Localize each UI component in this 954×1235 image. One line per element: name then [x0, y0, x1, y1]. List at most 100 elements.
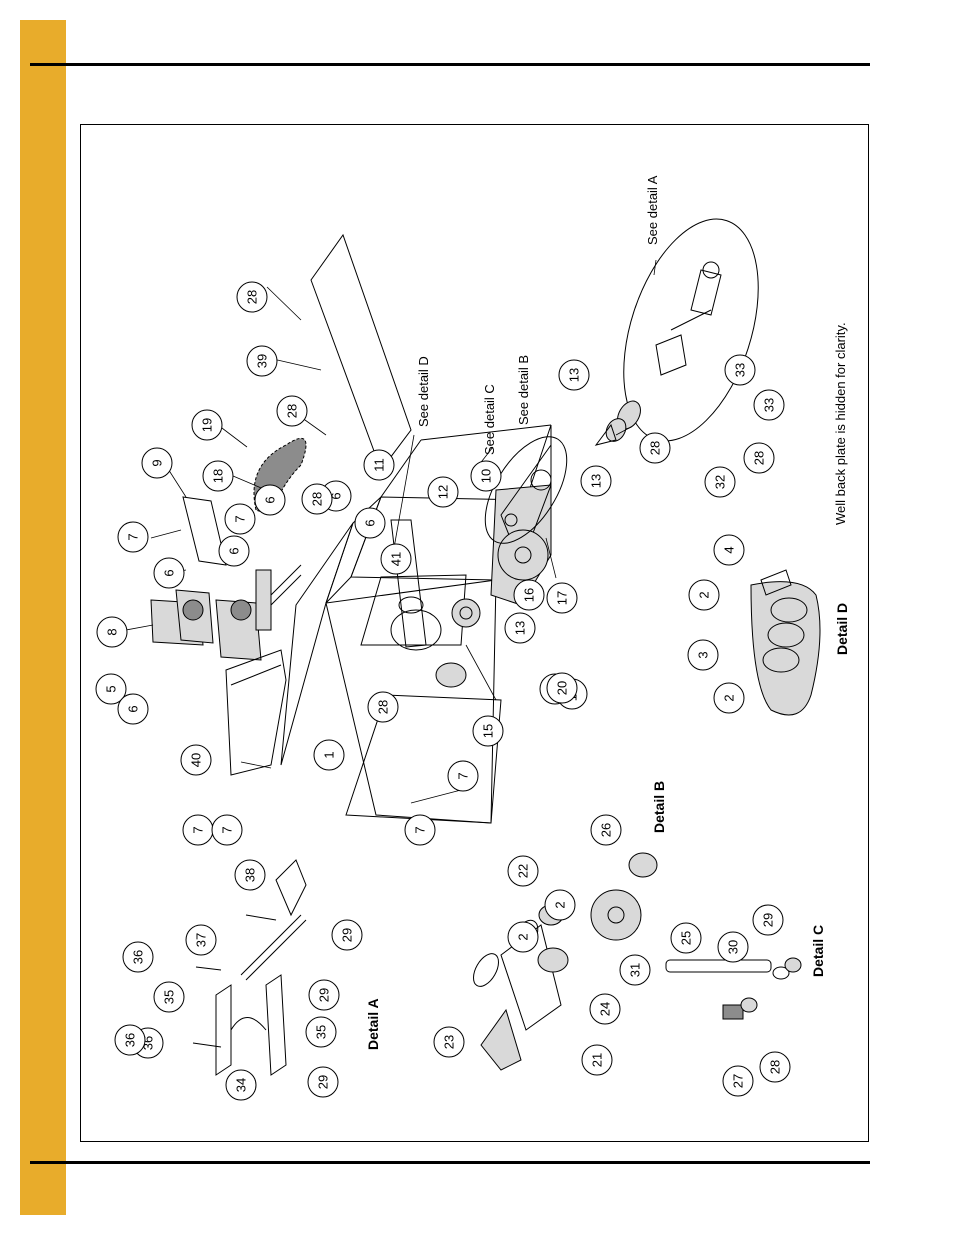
callout-label: 35: [162, 990, 177, 1004]
detail-c-parts: [590, 852, 802, 1020]
callout-22: 22: [507, 855, 539, 887]
callout-19: 19: [191, 409, 223, 441]
callout-29: 29: [307, 1066, 339, 1098]
callout-label: 18: [211, 469, 226, 483]
callout-label: 21: [590, 1053, 605, 1067]
callout-label: 7: [413, 826, 428, 833]
callout-label: 7: [126, 533, 141, 540]
callout-28: 28: [276, 395, 308, 427]
note-see-detail-a: See detail A: [645, 175, 660, 245]
callout-6: 6: [354, 507, 386, 539]
callout-label: 28: [376, 700, 391, 714]
callout-23: 23: [433, 1026, 465, 1058]
section-color-tab: [20, 20, 66, 1215]
callout-28: 28: [236, 281, 268, 313]
callout-5: 5: [95, 673, 127, 705]
callout-label: 4: [722, 546, 737, 553]
callout-label: 6: [162, 569, 177, 576]
callout-24: 24: [589, 993, 621, 1025]
callout-label: 28: [245, 290, 260, 304]
callout-18: 18: [202, 460, 234, 492]
callout-2: 2: [544, 889, 576, 921]
callout-label: 28: [768, 1060, 783, 1074]
callout-label: 28: [285, 404, 300, 418]
callout-26: 26: [590, 814, 622, 846]
callout-28: 28: [759, 1051, 791, 1083]
callout-33: 33: [724, 354, 756, 386]
callout-6: 6: [218, 535, 250, 567]
callout-28: 28: [743, 442, 775, 474]
callout-label: 28: [648, 441, 663, 455]
callout-7: 7: [117, 521, 149, 553]
callout-label: 29: [340, 928, 355, 942]
note-see-detail-d: See detail D: [416, 356, 431, 427]
gear-motor: [150, 564, 302, 661]
callout-32: 32: [704, 466, 736, 498]
callout-label: 22: [516, 864, 531, 878]
callout-15: 15: [472, 715, 504, 747]
callout-label: 31: [628, 963, 643, 977]
callout-11: 11: [363, 449, 395, 481]
callout-label: 6: [227, 547, 242, 554]
callout-label: 37: [194, 933, 209, 947]
callout-label: 36: [131, 950, 146, 964]
callout-label: 33: [733, 363, 748, 377]
callout-label: 11: [372, 458, 387, 472]
callout-label: 2: [516, 933, 531, 940]
callout-label: 7: [191, 826, 206, 833]
callout-label: 29: [761, 913, 776, 927]
callout-label: 2: [722, 694, 737, 701]
callout-label: 7: [220, 826, 235, 833]
footer-rule: [30, 1161, 870, 1164]
note-see-detail-c: See detail C: [482, 384, 497, 455]
callout-37: 37: [185, 924, 217, 956]
callout-16: 16: [513, 579, 545, 611]
callout-label: 35: [314, 1025, 329, 1039]
detail-c-title: Detail C: [810, 925, 826, 977]
motor-strap: [182, 496, 227, 566]
callout-label: 6: [263, 496, 278, 503]
callout-27: 27: [722, 1065, 754, 1097]
callout-13: 13: [558, 359, 590, 391]
callout-6: 6: [254, 484, 286, 516]
callout-label: 16: [522, 588, 537, 602]
callout-6: 6: [117, 693, 149, 725]
callout-29: 29: [752, 904, 784, 936]
callout-label: 15: [481, 724, 496, 738]
callout-label: 26: [599, 823, 614, 837]
callout-label: 10: [479, 469, 494, 483]
callout-2: 2: [688, 579, 720, 611]
callout-label: 27: [731, 1074, 746, 1088]
exploded-parts-diagram: See detail A See detail B See detail C S…: [95, 175, 850, 1101]
callout-3: 3: [687, 639, 719, 671]
callout-7: 7: [404, 814, 436, 846]
detail-d-title: Detail D: [834, 603, 850, 655]
callout-label: 29: [317, 988, 332, 1002]
callout-label: 34: [234, 1078, 249, 1092]
callout-6: 6: [153, 557, 185, 589]
callout-label: 30: [726, 940, 741, 954]
callout-28: 28: [301, 483, 333, 515]
callout-38: 38: [234, 859, 266, 891]
callout-28: 28: [367, 691, 399, 723]
callout-2: 2: [507, 921, 539, 953]
inner-chute: [360, 519, 467, 688]
callout-25: 25: [670, 922, 702, 954]
callout-31: 31: [619, 954, 651, 986]
callout-7: 7: [211, 814, 243, 846]
callout-9: 9: [141, 447, 173, 479]
callout-8: 8: [96, 616, 128, 648]
callout-17: 17: [546, 582, 578, 614]
callout-label: 6: [363, 519, 378, 526]
callout-7: 7: [224, 503, 256, 535]
callout-30: 30: [717, 931, 749, 963]
callout-2: 2: [713, 682, 745, 714]
callout-label: 8: [105, 628, 120, 635]
callout-label: 19: [200, 418, 215, 432]
callout-13: 13: [504, 612, 536, 644]
callout-34: 34: [225, 1069, 257, 1101]
callout-7: 7: [447, 760, 479, 792]
note-hidden-plate: Well back plate is hidden for clarity.: [833, 322, 848, 525]
callout-label: 25: [679, 931, 694, 945]
